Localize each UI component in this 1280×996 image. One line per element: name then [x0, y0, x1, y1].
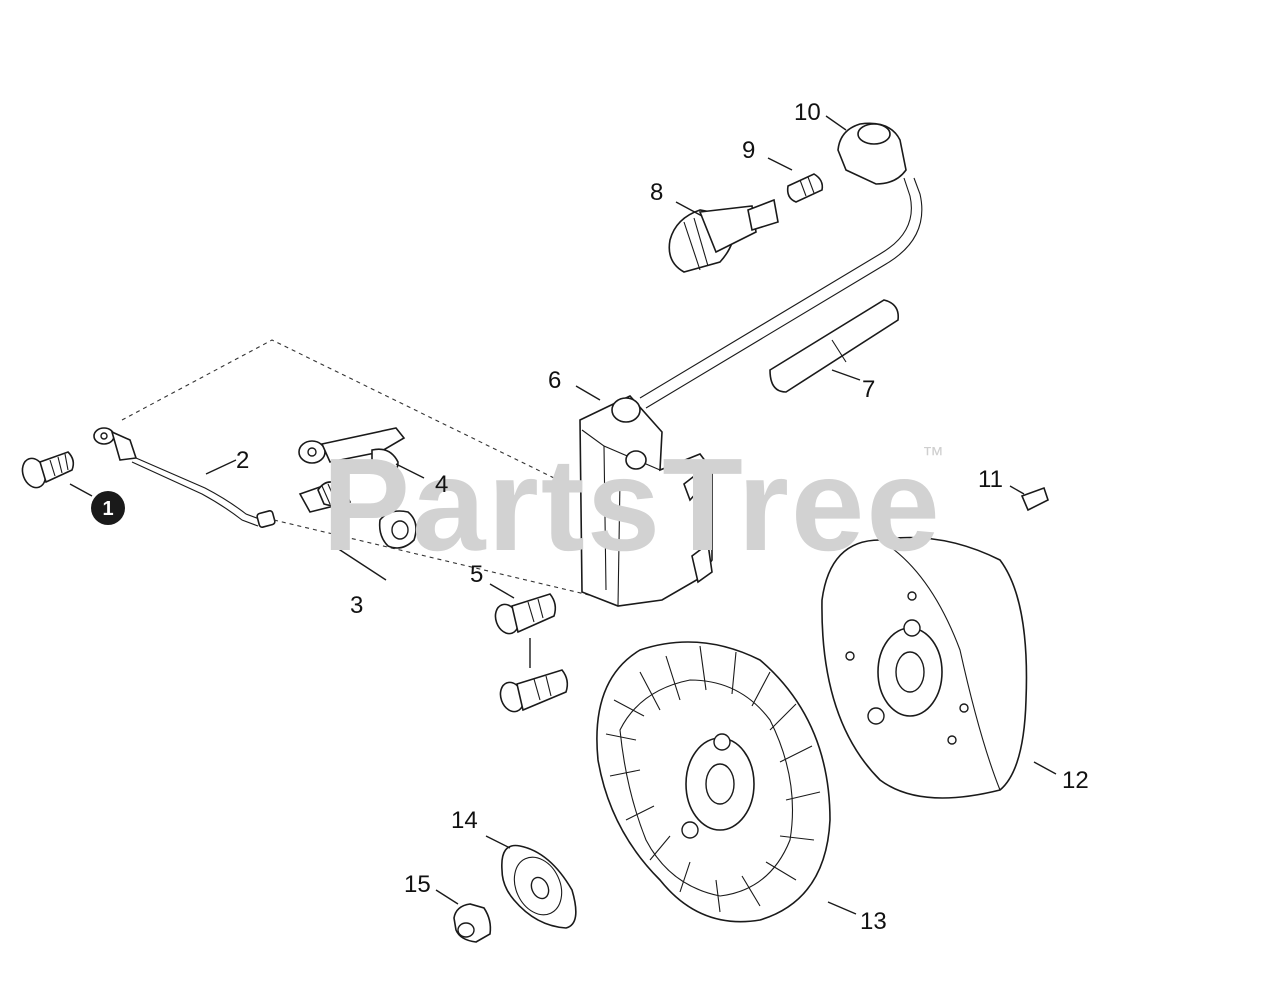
callout-1-label[interactable]: 1 [102, 498, 113, 520]
part-6-ignition-coil[interactable] [579, 177, 923, 607]
leader-4 [395, 463, 425, 479]
callout-13[interactable]: 13 [860, 908, 887, 935]
watermark-trademark: ™ [922, 442, 944, 467]
part-14-washer[interactable] [485, 835, 577, 929]
part-13-flywheel-fan[interactable] [596, 641, 857, 923]
callout-6[interactable]: 6 [548, 367, 561, 394]
callout-12[interactable]: 12 [1062, 767, 1089, 794]
callout-4[interactable]: 4 [435, 471, 448, 498]
callout-3[interactable]: 3 [350, 592, 363, 619]
leader-1 [69, 483, 93, 497]
leader-6 [575, 385, 601, 401]
callout-8[interactable]: 8 [650, 179, 663, 206]
part-2-ground-wire[interactable] [93, 427, 276, 528]
part-5-bolts[interactable] [492, 593, 569, 715]
part-7-sleeve[interactable] [769, 299, 900, 393]
assembly-dash-line [121, 339, 641, 521]
callout-1-badge[interactable] [91, 491, 125, 525]
part-3-switch[interactable] [298, 479, 387, 581]
callout-14[interactable]: 14 [451, 807, 478, 834]
part-1-screw[interactable] [19, 451, 75, 491]
part-10-spark-plug-boot[interactable] [825, 115, 907, 185]
part-12-flywheel[interactable] [821, 536, 1057, 799]
assembly-dash-line-2 [273, 519, 611, 601]
callout-9[interactable]: 9 [742, 137, 755, 164]
leader-5 [489, 583, 515, 599]
part-4-lever[interactable] [298, 427, 417, 549]
part-8-spark-plug[interactable] [668, 198, 779, 273]
callout-2[interactable]: 2 [236, 447, 249, 474]
callout-11[interactable]: 11 [978, 466, 1003, 493]
leader-2 [205, 459, 237, 475]
watermark-text: PartsTree [322, 431, 942, 578]
callout-10[interactable]: 10 [794, 99, 821, 126]
part-9-terminal-nut[interactable] [767, 157, 824, 203]
callout-1[interactable]: 1 [91, 491, 125, 525]
part-11-key[interactable] [1009, 485, 1049, 512]
part-15-nut[interactable] [435, 889, 492, 943]
callout-5[interactable]: 5 [470, 561, 483, 588]
callout-7[interactable]: 7 [862, 376, 875, 403]
callout-15[interactable]: 15 [404, 871, 431, 898]
